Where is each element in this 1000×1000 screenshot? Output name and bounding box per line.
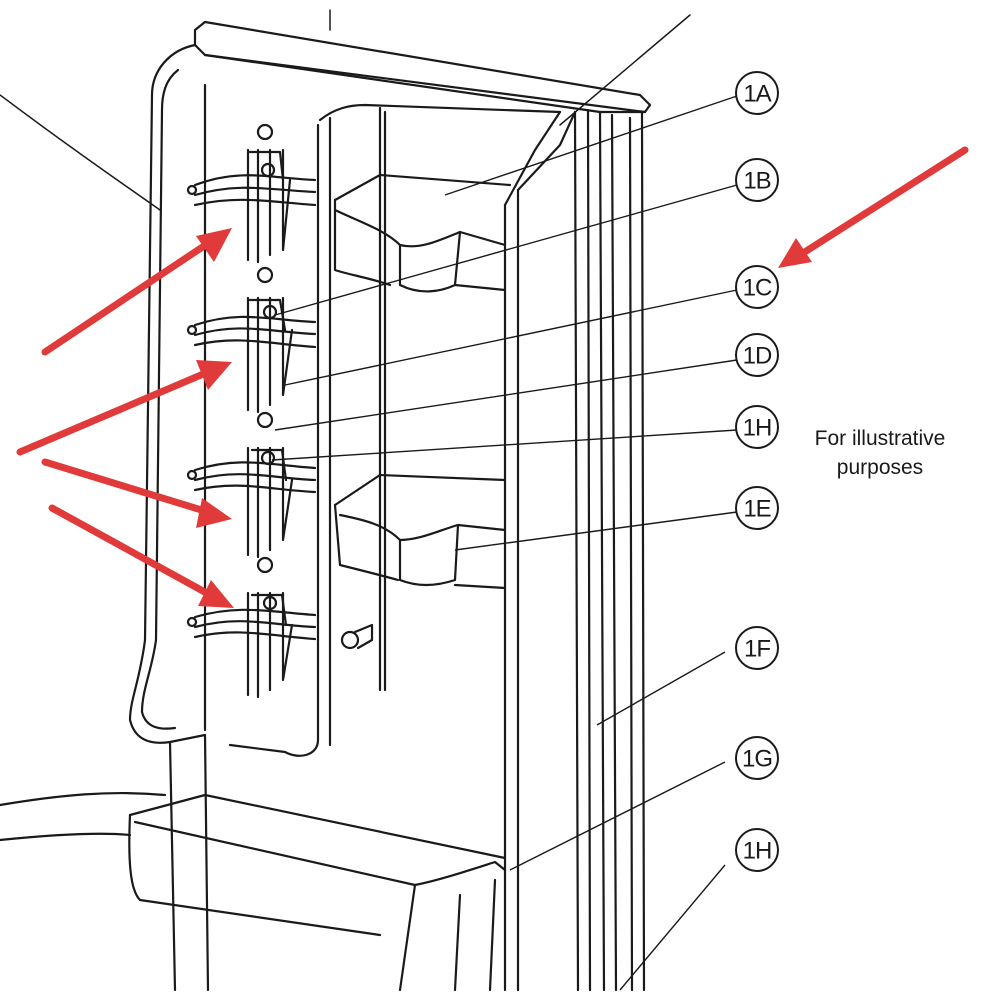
illustrative-note: For illustrative purposes xyxy=(800,424,960,482)
arrow-to-bracket-4 xyxy=(48,504,234,608)
callout-1F-label: 1F xyxy=(744,636,770,663)
callout-1C: 1C xyxy=(735,265,779,309)
arrow-to-bracket-2 xyxy=(16,360,232,456)
callout-1B: 1B xyxy=(735,158,779,202)
leader-lines xyxy=(271,95,738,991)
callout-1D: 1D xyxy=(735,333,779,377)
middle-door-shelf xyxy=(333,473,507,650)
callout-1H-lower-label: 1H xyxy=(743,838,772,865)
callout-1H-upper-label: 1H xyxy=(743,415,772,442)
bracket-2 xyxy=(186,266,317,414)
callout-1E-label: 1E xyxy=(743,496,770,523)
callout-1E: 1E xyxy=(735,486,779,530)
callout-1C-label: 1C xyxy=(743,275,772,302)
callout-1G-label: 1G xyxy=(742,746,772,773)
arrow-to-callout-1C xyxy=(778,146,969,268)
note-line-2: purposes xyxy=(836,456,924,479)
note-line-1: For illustrative xyxy=(814,427,946,450)
bottom-door-bin xyxy=(128,793,507,992)
callout-1B-label: 1B xyxy=(743,168,770,195)
cabinet-outline xyxy=(0,9,691,842)
door-liner xyxy=(128,20,652,992)
callout-1H-lower: 1H xyxy=(735,828,779,872)
callout-1A: 1A xyxy=(735,71,779,115)
bracket-4 xyxy=(186,556,317,699)
arrow-to-bracket-3 xyxy=(41,458,232,528)
callout-1A-label: 1A xyxy=(743,81,771,108)
bracket-1 xyxy=(186,123,317,264)
red-arrows xyxy=(16,146,969,608)
arrow-to-bracket-1 xyxy=(41,228,232,356)
callout-1H-upper: 1H xyxy=(735,405,779,449)
upper-door-shelf xyxy=(333,173,512,293)
callout-1D-label: 1D xyxy=(743,343,772,370)
callout-1G: 1G xyxy=(735,736,779,780)
bracket-3 xyxy=(186,411,317,559)
callout-1F: 1F xyxy=(735,626,779,670)
